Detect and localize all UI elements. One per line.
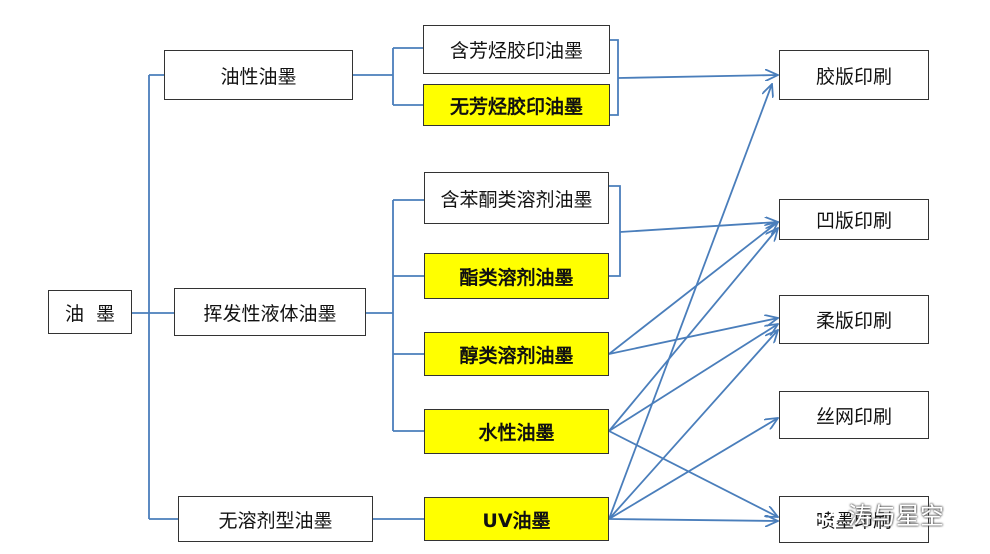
edge-alcohol-gravure — [608, 222, 778, 355]
edge-alcohol-flexo — [608, 318, 778, 355]
edge-water-flexo — [608, 324, 778, 432]
edge-uv-flexo — [608, 330, 778, 520]
edge-uv-screen — [608, 418, 778, 520]
node-solventless-ink: 无溶剂型油墨 — [178, 496, 373, 542]
bracket-offset — [610, 39, 619, 116]
bracket-gravure — [609, 185, 621, 277]
node-aromatic-offset-ink: 含芳烃胶印油墨 — [423, 25, 610, 74]
edge-gravure-group — [619, 222, 778, 233]
node-benzene-ketone-solvent-ink: 含苯酮类溶剂油墨 — [424, 172, 609, 224]
edge-uv-inkjet — [608, 519, 778, 521]
wechat-icon — [813, 503, 840, 523]
node-water-ink: 水性油墨 — [424, 409, 609, 454]
node-root: 油 墨 — [48, 290, 132, 334]
node-gravure-printing: 凹版印刷 — [779, 199, 929, 240]
watermark: 涛与星空 — [812, 496, 944, 531]
tree-line-volatile — [366, 199, 424, 432]
node-flexo-printing: 柔版印刷 — [779, 295, 929, 344]
node-uv-ink: UV油墨 — [424, 497, 609, 541]
node-volatile-ink: 挥发性液体油墨 — [174, 288, 366, 336]
edge-water-gravure — [608, 228, 778, 432]
node-offset-printing: 胶版印刷 — [779, 50, 929, 100]
watermark-text: 涛与星空 — [848, 502, 944, 530]
node-ester-solvent-ink: 酯类溶剂油墨 — [424, 253, 609, 299]
node-nonaromatic-offset-ink: 无芳烃胶印油墨 — [423, 84, 610, 126]
node-screen-printing: 丝网印刷 — [779, 391, 929, 439]
node-oil-ink: 油性油墨 — [164, 50, 353, 100]
edge-offset-group — [617, 75, 778, 78]
tree-line-oil — [353, 47, 423, 106]
node-alcohol-solvent-ink: 醇类溶剂油墨 — [424, 332, 609, 376]
tree-line-root — [132, 74, 178, 520]
edge-uv-offset — [608, 84, 772, 520]
node-inkjet-printing: 喷墨印刷 — [779, 496, 929, 543]
